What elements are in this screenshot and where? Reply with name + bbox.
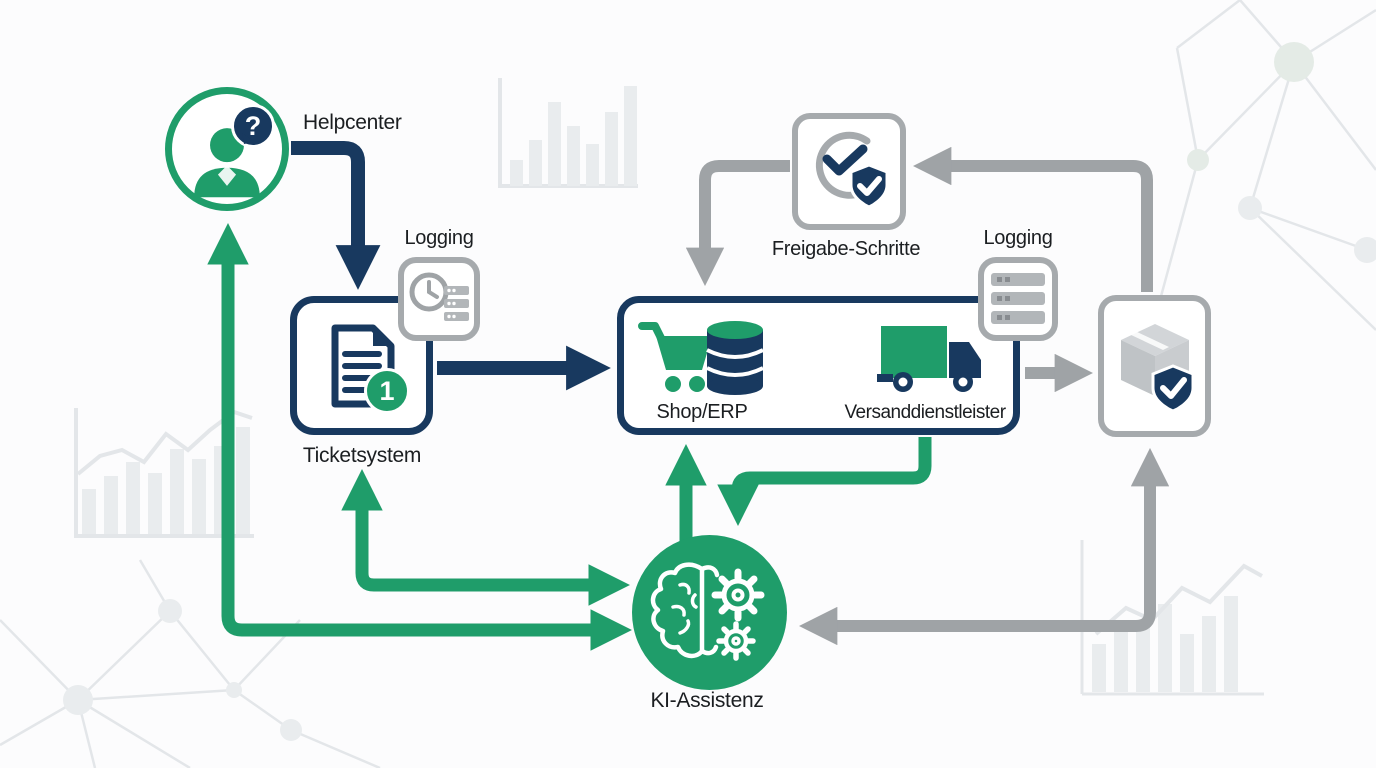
- ticket-count-badge: 1: [364, 368, 410, 414]
- arrow-versand-to-ki: [717, 437, 932, 526]
- shield-check-icon: [849, 162, 889, 209]
- server-icon: [991, 273, 1045, 324]
- decor-bar-chart-top: [498, 78, 638, 188]
- freigabe-node: [792, 113, 906, 230]
- helpcenter-label: Helpcenter: [303, 111, 402, 134]
- ki-assistenz-node: [632, 535, 787, 690]
- arrow-package-to-freigabe: [912, 146, 1153, 292]
- helpcenter-node: [165, 87, 289, 211]
- truck-icon: [877, 326, 981, 392]
- arrow-helpcenter-to-ticketsystem: [291, 141, 381, 290]
- package-node: [1098, 295, 1211, 437]
- arrow-freigabe-to-shop: [685, 160, 790, 287]
- ticketsystem-label: Ticketsystem: [302, 444, 422, 467]
- network-top-right: [1158, 0, 1376, 331]
- clock-server-icon: [409, 272, 469, 321]
- package-icon: [1120, 324, 1194, 413]
- versanddienstleister-label: Versanddienstleister: [844, 402, 1006, 423]
- gears-icon: [711, 568, 764, 661]
- arrow-ki-to-ticketsystem: [341, 469, 630, 606]
- shield-check-icon: [1151, 364, 1194, 413]
- database-icon: [706, 321, 764, 395]
- shop-erp-label: Shop/ERP: [656, 401, 748, 423]
- check-circle-icon: [815, 131, 889, 209]
- brain-icon: [650, 561, 764, 661]
- question-bubble-icon: ?: [231, 104, 275, 148]
- ticket-count: 1: [379, 375, 395, 406]
- cart-icon: [638, 322, 712, 392]
- ki-assistenz-label: KI-Assistenz: [650, 689, 764, 712]
- question-mark: ?: [244, 110, 262, 141]
- freigabe-label: Freigabe-Schritte: [771, 238, 921, 260]
- logging-right-label: Logging: [983, 227, 1053, 249]
- network-bottom-left: [0, 559, 381, 768]
- logging-left-label: Logging: [404, 227, 474, 249]
- arrow-ki-to-helpcenter: [207, 223, 632, 651]
- logging-right-node: [978, 257, 1058, 341]
- logging-left-node: [398, 257, 480, 341]
- arrow-package-to-ki: [798, 447, 1170, 646]
